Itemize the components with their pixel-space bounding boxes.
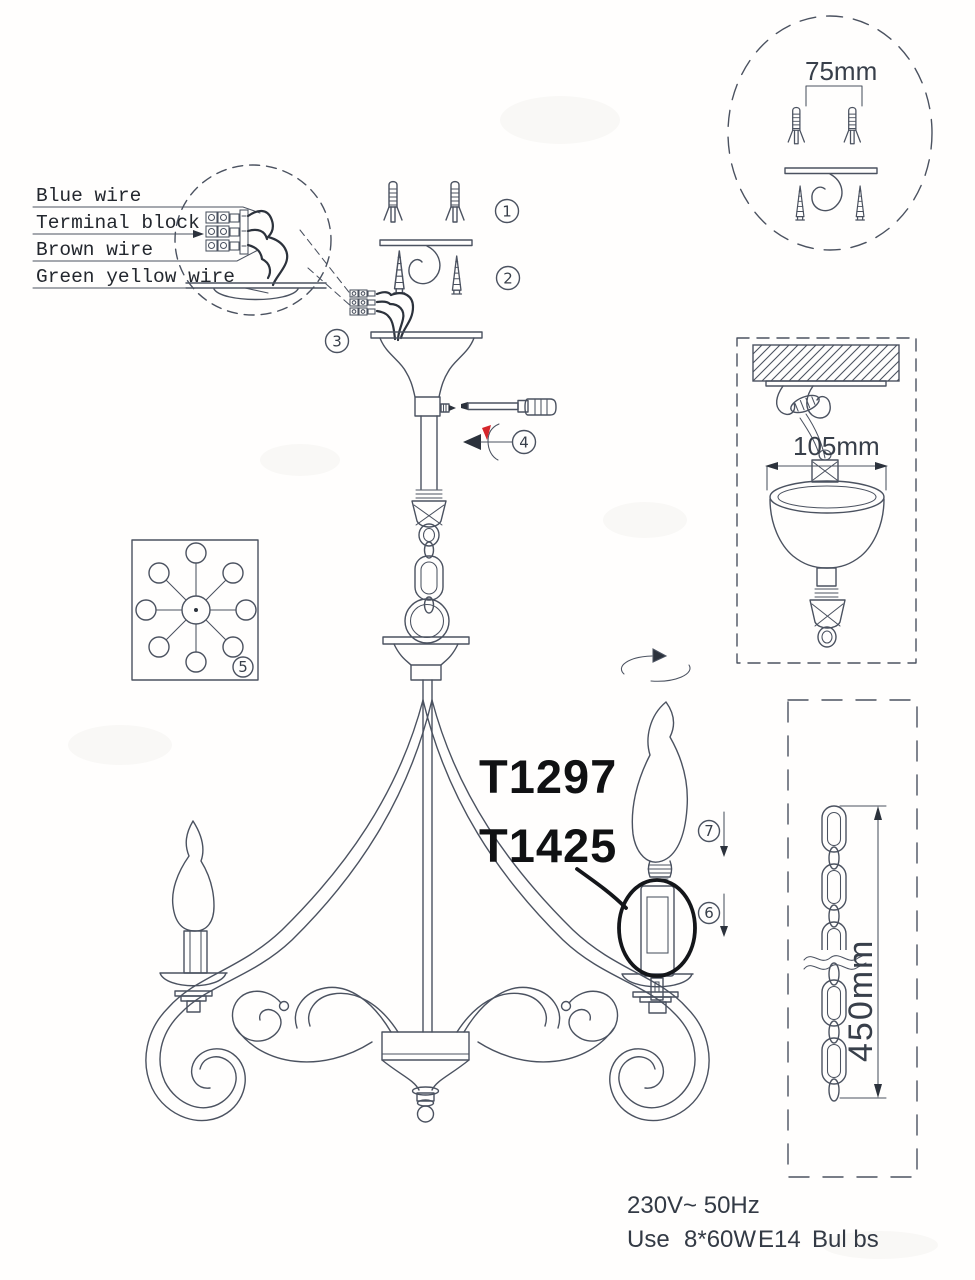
terminal-block-small: [349, 289, 376, 316]
ceiling-slab: [752, 344, 900, 382]
top-view-panel: 5: [131, 539, 259, 681]
right-arm: [431, 699, 710, 1122]
svg-text:5: 5: [238, 658, 248, 676]
panel-border: [787, 699, 918, 1178]
left-candle: [159, 820, 228, 1013]
step-3-badge: 3: [324, 328, 350, 354]
canopy-top-plate: [185, 282, 327, 289]
chain-length-panel: 450mm: [787, 699, 918, 1178]
label-green-yellow-wire: Green yellow wire: [36, 266, 235, 288]
label-terminal-block: Terminal block: [36, 212, 200, 234]
canopy-cup: [370, 331, 483, 490]
bulb-rotate-icon: [620, 648, 691, 682]
mains-wires: [375, 291, 415, 342]
left-arm-inner-edge: [159, 699, 433, 1109]
ceiling-hook-icon: [811, 173, 843, 212]
step-6-badge: 6: [697, 893, 728, 937]
mounting-plate: [784, 167, 878, 175]
wall-anchor-icon: [843, 106, 862, 145]
right-bulb: [631, 701, 689, 863]
left-bulb: [171, 820, 215, 932]
svg-text:7: 7: [704, 822, 714, 840]
right-scroll: [477, 990, 619, 1063]
right-arm-inner-edge: [422, 699, 696, 1109]
step-7-badge: 7: [697, 811, 728, 857]
step-2-badge: 2: [495, 265, 521, 291]
chain: [803, 805, 867, 1102]
canopy-detail-panel: 105mm: [736, 337, 917, 664]
hook-and-coupler: [776, 385, 839, 483]
wattage-spec: 8*60W: [684, 1226, 756, 1253]
label-leader-lines: [32, 206, 269, 294]
assembly-steps: 1 2 3: [324, 180, 557, 681]
arm-positions: [135, 542, 257, 673]
svg-text:6: 6: [704, 904, 714, 922]
screwdriver-icon: [461, 398, 557, 416]
scan-artifacts: [68, 96, 938, 1259]
wall-anchor-icon: [787, 106, 806, 145]
hook-coupler: [411, 489, 447, 547]
canopy-dome: [213, 288, 299, 301]
dim-bracket: [805, 85, 863, 107]
left-scroll: [231, 990, 373, 1063]
magnifier-circle: [174, 164, 332, 316]
svg-text:1: 1: [502, 203, 512, 221]
screw-icon: [393, 250, 406, 294]
mounting-plate: [379, 239, 473, 247]
chain-length-dim: 450mm: [842, 939, 880, 1062]
svg-text:4: 4: [519, 434, 529, 452]
step-1-badge: 1: [494, 198, 520, 224]
magnifier-leader-dashes: [299, 229, 353, 308]
wiring-detail-magnifier: Blue wire Terminal block Brown wire Gree…: [32, 164, 353, 316]
chain-section: [414, 541, 444, 614]
wires: [246, 209, 289, 287]
inner-arm-left: [294, 986, 392, 1033]
rotate-arrow: [463, 423, 513, 461]
label-brown-wire: Brown wire: [36, 239, 153, 261]
bulbs-label: Bul bs: [812, 1226, 879, 1253]
wall-anchor-icon: [445, 180, 465, 223]
highlight-circle: [617, 878, 697, 978]
center-rod: [422, 679, 433, 1033]
hook-spacing-detail: 75mm: [727, 15, 933, 251]
left-arm: [145, 699, 424, 1122]
svg-text:2: 2: [503, 270, 513, 288]
chandelier-body: 7 6 T1297 T1425: [145, 648, 728, 1123]
stem-cap: [382, 636, 470, 681]
svg-text:3: 3: [332, 333, 342, 351]
voltage-spec: 230V~ 50Hz: [627, 1192, 760, 1219]
step-5-badge: 5: [232, 656, 254, 678]
terminal-block-detail: [185, 209, 327, 301]
canopy-dim-line: [765, 462, 888, 491]
socket-spec: E14: [758, 1226, 801, 1253]
center-hub: [381, 1031, 470, 1123]
plate: [765, 380, 887, 387]
inner-arm-right: [463, 986, 561, 1033]
detail-circle: [727, 15, 933, 251]
panel-border: [736, 337, 917, 664]
canopy-dim: 105mm: [793, 431, 880, 461]
label-blue-wire: Blue wire: [36, 185, 141, 207]
use-label: Use: [627, 1226, 670, 1253]
screw-icon: [855, 185, 865, 221]
model-code-2: T1425: [479, 819, 617, 872]
model-pointer-line: [575, 867, 628, 910]
screw-icon: [795, 185, 805, 221]
wall-anchor-icon: [383, 180, 403, 223]
model-code-1: T1297: [479, 750, 617, 803]
spec-block: 230V~ 50Hz Use 8*60W E14 Bul bs: [627, 1192, 879, 1253]
step-4-badge: 4: [511, 429, 537, 455]
canopy-cup-large: [769, 480, 885, 648]
chain-dim-line: [839, 805, 887, 1099]
screw-icon: [451, 255, 463, 295]
candle-sleeve: [640, 885, 675, 977]
set-screw: [440, 403, 456, 413]
ceiling-hook-icon: [408, 245, 441, 285]
hook-spacing-dim: 75mm: [805, 56, 877, 86]
